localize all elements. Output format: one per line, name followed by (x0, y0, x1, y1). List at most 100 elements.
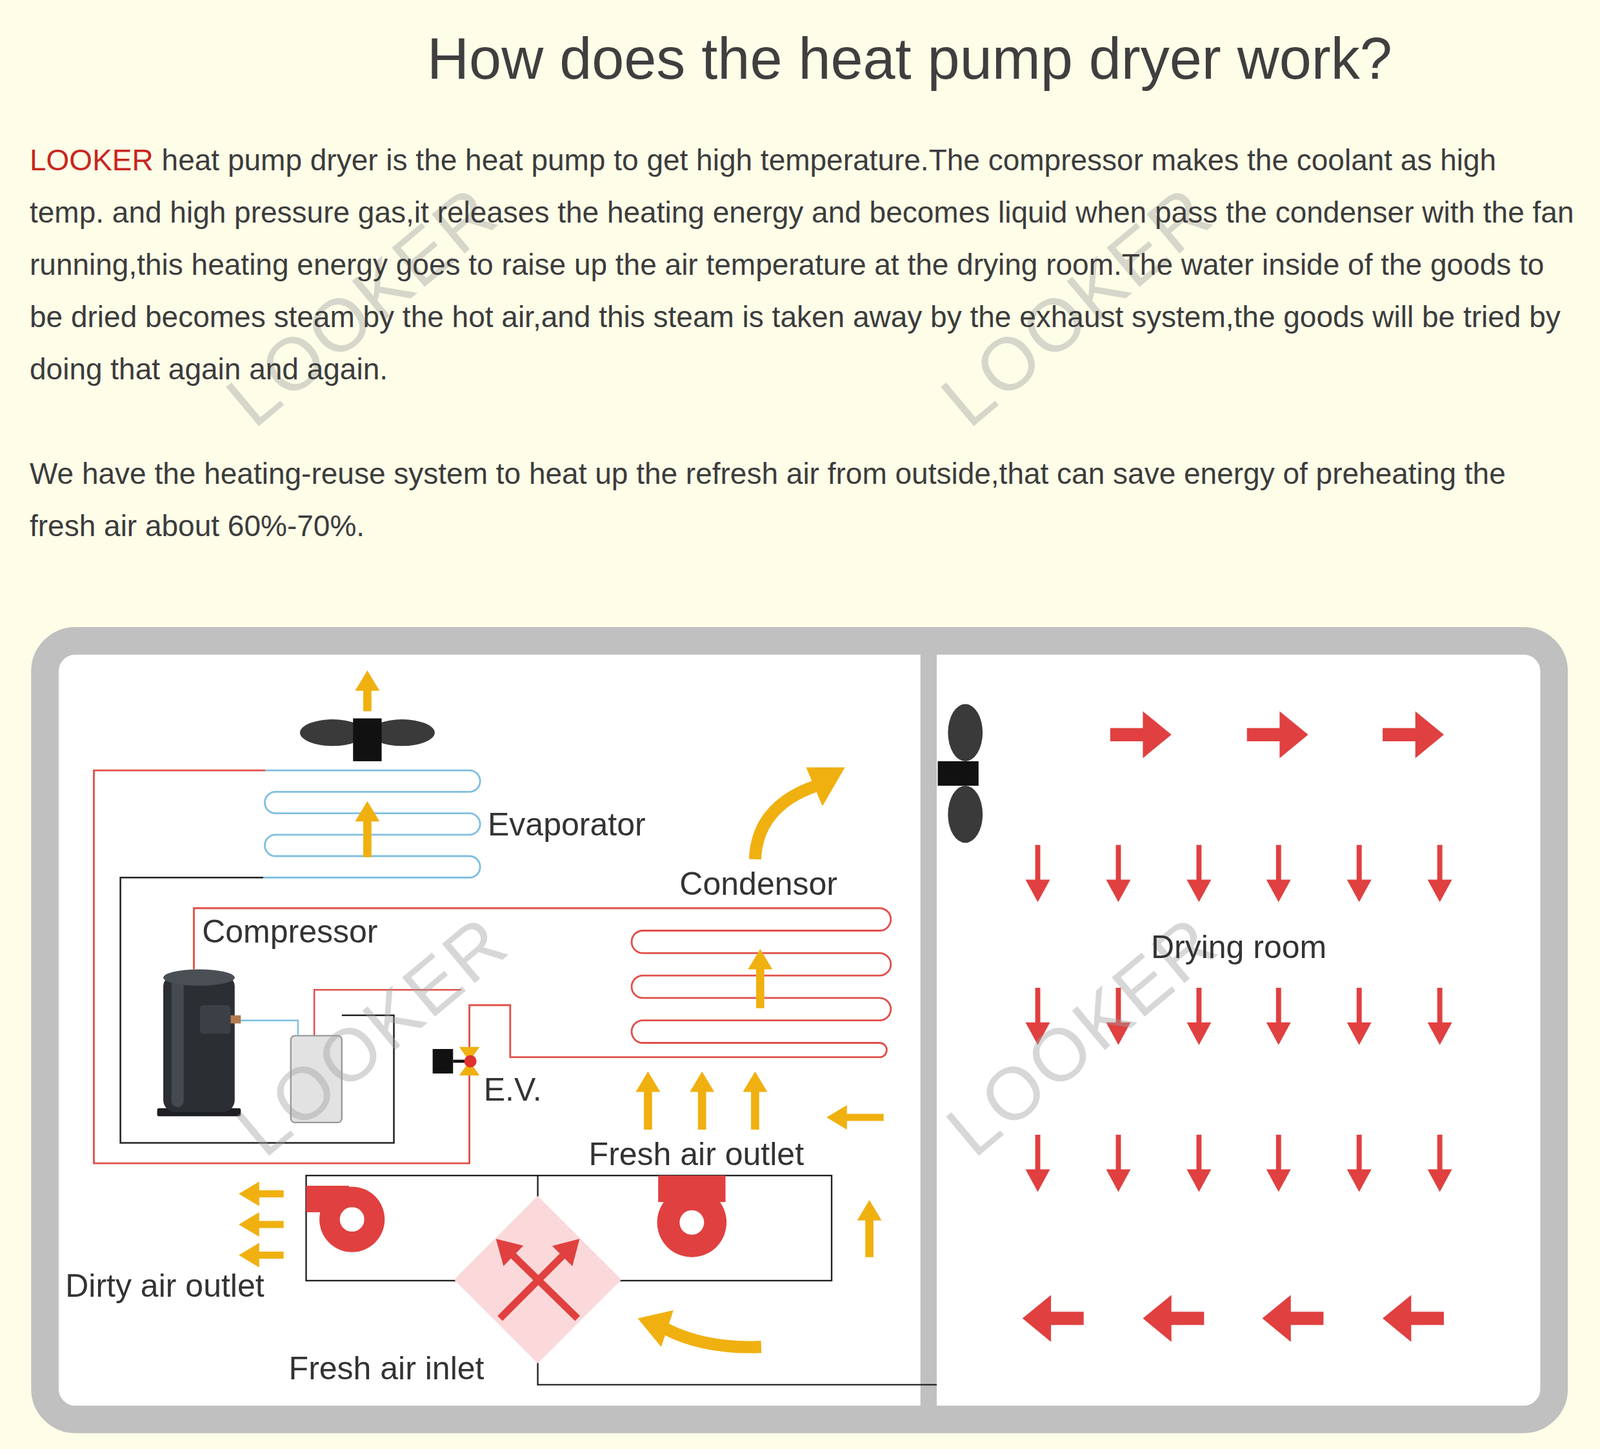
hot-air-arrow (1266, 879, 1291, 902)
fan-hub (352, 718, 382, 762)
airflow-arrow (845, 1113, 884, 1121)
exchanger-arrow (500, 1255, 564, 1319)
airflow-arrow (238, 1212, 260, 1237)
hot-air-arrow (1437, 1134, 1443, 1171)
fresh-air-blower (657, 1187, 728, 1258)
airflow-arrow (258, 1190, 284, 1198)
paragraph-text: We have the heating-reuse system to heat… (29, 447, 1579, 553)
airflow-arrow (754, 785, 817, 860)
compressor-top (163, 969, 235, 986)
airflow-arrow (635, 1071, 660, 1093)
hot-air-arrow (1116, 1134, 1122, 1171)
compressor-terminal (200, 1005, 231, 1034)
valve-body (459, 1047, 480, 1076)
airflow-arrow (258, 1220, 284, 1228)
hot-air-arrow (1025, 1022, 1051, 1046)
room-label: Drying room (936, 927, 1541, 967)
airflow-label: Dirty air outlet (65, 1266, 264, 1306)
page-title: How does the heat pump dryer work? (296, 25, 1523, 93)
diagram-frame (45, 640, 1555, 1420)
hot-air-arrow (1382, 1294, 1411, 1342)
hot-air-arrow (1050, 1311, 1084, 1326)
hot-air-arrow (1276, 987, 1282, 1024)
hot-air-arrow (1105, 879, 1131, 902)
fan-hub (938, 761, 979, 786)
valve-stem (452, 1060, 466, 1064)
hot-air-arrow (1110, 728, 1144, 742)
part-label: Compressor (201, 912, 378, 951)
hot-air-arrow (1289, 1311, 1324, 1326)
airflow-arrow (865, 1219, 874, 1258)
hot-air-arrow (1035, 1134, 1041, 1171)
airflow-arrow (363, 689, 372, 711)
airflow-arrow (638, 1310, 674, 1348)
hot-air-arrow (1022, 1294, 1051, 1342)
hot-air-arrow (1415, 710, 1444, 759)
valve-dot (464, 1054, 477, 1068)
hot-air-arrow (1276, 1134, 1282, 1171)
evaporator-coil (263, 770, 480, 878)
compressor-port (230, 1015, 241, 1024)
airflow-arrow (698, 1090, 707, 1130)
fan-blade (947, 785, 983, 844)
airflow-arrow (689, 1071, 715, 1093)
valve-actuator (432, 1049, 454, 1074)
airflow-arrow (363, 820, 372, 858)
hot-air-arrow (1356, 987, 1362, 1024)
blower-hub (679, 1210, 704, 1235)
fan-blade (947, 703, 983, 762)
airflow-arrow (238, 1181, 260, 1207)
suction-pipe (234, 1020, 299, 1037)
airflow-arrow (805, 767, 845, 806)
hot-air-arrow (1347, 1022, 1372, 1046)
refrigerant-pipe (194, 908, 891, 1058)
compressor-shade (171, 979, 184, 1108)
airflow-label: Fresh air inlet (289, 1349, 485, 1388)
heat-exchanger (454, 1196, 622, 1364)
hot-air-arrow (1186, 1169, 1211, 1193)
airflow-arrow (747, 949, 773, 970)
airflow-arrows (238, 670, 1453, 1342)
intro-text: LOOKERheat pump dryer is the heat pump t… (29, 134, 1579, 553)
part-label: E.V. (483, 1070, 542, 1110)
hot-air-arrow (1266, 1022, 1291, 1046)
airflow-arrow (857, 1200, 882, 1221)
accumulator (290, 1035, 342, 1122)
hot-air-arrow (1142, 710, 1171, 759)
airflow-label: Fresh air outlet (589, 1134, 804, 1174)
hot-air-arrow (1356, 845, 1362, 881)
airflow-arrow (238, 1242, 260, 1268)
drying-room-panel: Drying room (936, 654, 1541, 1407)
hot-air-arrow (1427, 1022, 1453, 1046)
hot-air-arrow (1116, 987, 1122, 1024)
hot-air-arrow (1247, 728, 1281, 742)
exhaust-blower (319, 1187, 385, 1253)
hot-air-arrow (1410, 1311, 1444, 1326)
suction-pipe (120, 877, 395, 1143)
hot-air-arrow (1142, 1294, 1171, 1342)
hot-air-arrow (1356, 1134, 1362, 1171)
airflow-arrow (756, 968, 765, 1009)
airflow-arrow (826, 1105, 848, 1130)
airflow-arrow (742, 1071, 768, 1093)
hot-air-arrow (1347, 879, 1372, 902)
hot-air-arrow (1105, 1169, 1131, 1193)
hot-air-arrow (1382, 728, 1417, 742)
blower-hub (340, 1207, 365, 1232)
refrigerant-pipe (94, 770, 470, 1164)
hot-air-arrow (1276, 845, 1282, 881)
airflow-arrow (354, 670, 380, 691)
hot-air-arrow (1196, 987, 1202, 1024)
hot-air-arrow (1025, 879, 1051, 902)
paragraph-text: heat pump dryer is the heat pump to get … (29, 143, 1575, 386)
hot-air-arrow (1427, 879, 1453, 902)
paragraph: LOOKERheat pump dryer is the heat pump t… (29, 134, 1579, 396)
hot-air-arrow (1025, 1169, 1051, 1193)
hot-air-arrow (1196, 845, 1202, 881)
hot-air-arrow (1427, 1169, 1453, 1193)
airflow-arrow (258, 1251, 284, 1259)
brand-name: LOOKER (29, 143, 154, 177)
airflow-arrow (750, 1090, 760, 1130)
compressor-body (163, 974, 235, 1113)
airflow-arrow (665, 1328, 762, 1348)
